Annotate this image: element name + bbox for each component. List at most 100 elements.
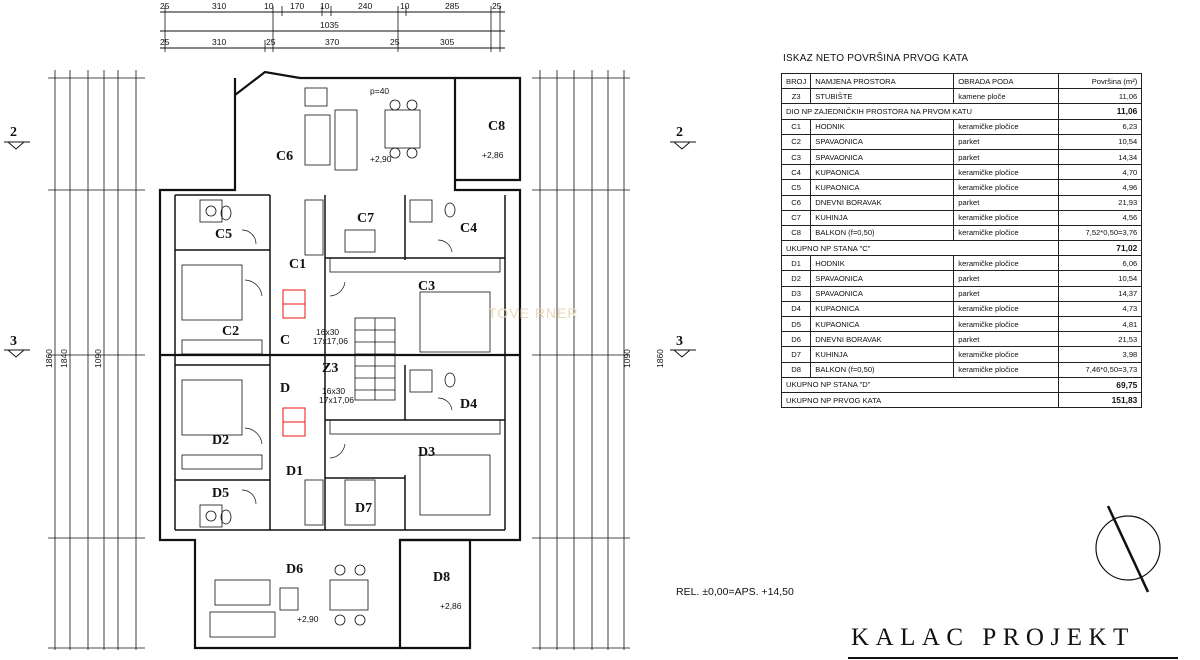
cell-area: 7,46*0,50=3,73 (1058, 361, 1143, 378)
cell-name: HODNIK (810, 118, 955, 135)
dim-text: 10 (400, 1, 410, 11)
cell-code: C6 (780, 194, 812, 211)
height-text: p=40 (370, 86, 389, 96)
dim-text: 1860 (44, 349, 54, 368)
cell-area: 4,96 (1058, 179, 1143, 196)
subtotal-area: 69,75 (1058, 376, 1143, 393)
room-label: D7 (355, 501, 372, 516)
table-subtotal-row: UKUPNO NP STANA "D"69,75 (780, 376, 1143, 393)
room-label: C4 (460, 221, 477, 236)
dim-text: 1035 (320, 20, 339, 30)
cell-name: KUHINJA (810, 209, 955, 226)
height-text: +2,90 (370, 154, 392, 164)
cell-area: 4,56 (1058, 209, 1143, 226)
cell-code: C8 (780, 224, 812, 242)
cell-area: 6,23 (1058, 118, 1143, 135)
cell-area: 4,70 (1058, 164, 1143, 181)
cell-floor: keramičke pločice (953, 224, 1060, 242)
subtotal-area: 71,02 (1058, 240, 1143, 257)
room-label: D6 (286, 562, 303, 577)
cell-code: D1 (780, 255, 812, 272)
dim-text: 25 (492, 1, 502, 11)
table-subtotal-row: DIO NP ZAJEDNIČKIH PROSTORA NA PRVOM KAT… (780, 103, 1143, 120)
cell-floor: parket (953, 148, 1060, 166)
cell-name: HODNIK (810, 255, 955, 272)
cell-area: 21,93 (1058, 194, 1143, 211)
cell-code: C1 (780, 118, 812, 135)
dim-text: 25 (390, 37, 400, 47)
cell-area: 6,06 (1058, 255, 1143, 272)
cell-name: DNEVNI BORAVAK (810, 331, 955, 348)
cell-area: 4,73 (1058, 300, 1143, 318)
stair-spec: 17x17,06 (313, 336, 348, 346)
cell-code: D5 (780, 315, 812, 333)
section-label: 2 (10, 125, 17, 140)
room-label: Z3 (322, 361, 338, 376)
cell-code: C5 (780, 179, 812, 196)
cell-name: SPAVAONICA (810, 285, 955, 302)
dim-text: 25 (266, 37, 276, 47)
cell-floor: keramičke pločice (953, 315, 1060, 333)
subtotal-label: DIO NP ZAJEDNIČKIH PROSTORA NA PRVOM KAT… (780, 103, 1060, 120)
stair-spec: 16x30 (322, 386, 345, 396)
dim-text: 285 (445, 1, 459, 11)
dim-text: 25 (160, 1, 170, 11)
cell-floor: keramičke pločice (953, 118, 1060, 135)
cell-area: 4,81 (1058, 315, 1143, 333)
cell-code: Z3 (780, 88, 812, 105)
cell-area: 21,53 (1058, 331, 1143, 348)
dim-text: 305 (440, 37, 454, 47)
subtotal-label: UKUPNO NP PRVOG KATA (780, 391, 1060, 409)
cell-floor: parket (953, 133, 1060, 150)
cell-code: D7 (780, 346, 812, 363)
table-subtotal-row: UKUPNO NP STANA "C"71,02 (780, 240, 1143, 257)
room-label: D2 (212, 433, 229, 448)
stair-label: C (280, 333, 290, 348)
header-name: NAMJENA PROSTORA (810, 72, 955, 90)
cell-code: C2 (780, 133, 812, 150)
section-label: 3 (676, 334, 683, 349)
dim-text: 10 (264, 1, 274, 11)
section-label: 3 (10, 334, 17, 349)
cell-name: DNEVNI BORAVAK (810, 194, 955, 211)
watermark: TOVE RNER (488, 305, 579, 321)
cell-area: 10,54 (1058, 270, 1143, 287)
cell-floor: keramičke pločice (953, 179, 1060, 196)
cell-code: C7 (780, 209, 812, 226)
room-label: D3 (418, 445, 435, 460)
cell-area: 11,06 (1058, 88, 1143, 105)
room-label: C2 (222, 324, 239, 339)
cell-code: D8 (780, 361, 812, 378)
dim-text: 1090 (93, 349, 103, 368)
cell-floor: keramičke pločice (953, 300, 1060, 318)
cell-code: D6 (780, 331, 812, 348)
area-table: BROJ NAMJENA PROSTORA OBRADA PODA Površi… (780, 72, 1143, 409)
header-floor: OBRADA PODA (953, 72, 1060, 90)
cell-floor: keramičke pločice (953, 164, 1060, 181)
cell-area: 14,34 (1058, 148, 1143, 166)
room-label: D8 (433, 570, 450, 585)
cell-area: 10,54 (1058, 133, 1143, 150)
table-header-row: BROJ NAMJENA PROSTORA OBRADA PODA Površi… (780, 72, 1143, 90)
cell-floor: keramičke pločice (953, 346, 1060, 363)
dim-text: 1860 (655, 349, 665, 368)
table-title: ISKAZ NETO POVRŠINA PRVOG KATA (783, 53, 969, 64)
subtotal-area: 151,83 (1058, 391, 1143, 409)
stair-spec: 17x17,06 (319, 395, 354, 405)
cell-name: SPAVAONICA (810, 270, 955, 287)
header-area: Površina (m²) (1058, 72, 1143, 90)
room-label: C5 (215, 227, 232, 242)
cell-floor: keramičke pločice (953, 209, 1060, 226)
north-arrow-icon (1095, 505, 1161, 593)
cell-floor: parket (953, 285, 1060, 302)
cell-name: BALKON (f=0,50) (810, 361, 955, 378)
cell-name: KUPAONICA (810, 315, 955, 333)
cell-code: D3 (780, 285, 812, 302)
